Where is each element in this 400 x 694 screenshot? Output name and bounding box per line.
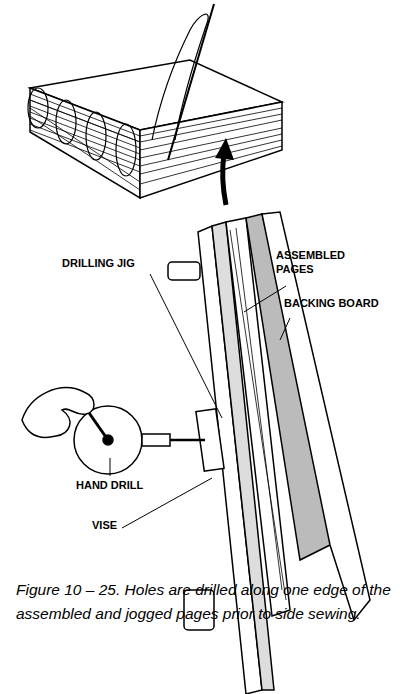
needle (168, 4, 214, 160)
drill-chuck (142, 434, 170, 446)
part-label: HAND DRILL (76, 478, 176, 492)
up-arrow-shaft (223, 154, 226, 205)
figure-caption: Figure 10 – 25. Holes are drilled along … (16, 578, 394, 626)
drill-bit (170, 439, 205, 442)
part-label: VISE (92, 518, 152, 532)
book-left-face (30, 88, 140, 198)
book-right-face (140, 102, 282, 198)
part-label: DRILLING JIG (62, 256, 182, 270)
book-block (28, 4, 282, 198)
page-lines (30, 94, 282, 190)
drill-and-jig (22, 388, 224, 474)
vise-screw-top (168, 262, 200, 280)
up-arrow-head (215, 138, 234, 160)
thread-loops (28, 14, 208, 176)
hand (22, 388, 94, 438)
part-label: BACKING BOARD (284, 296, 394, 310)
part-label: ASSEMBLED PAGES (276, 248, 356, 276)
